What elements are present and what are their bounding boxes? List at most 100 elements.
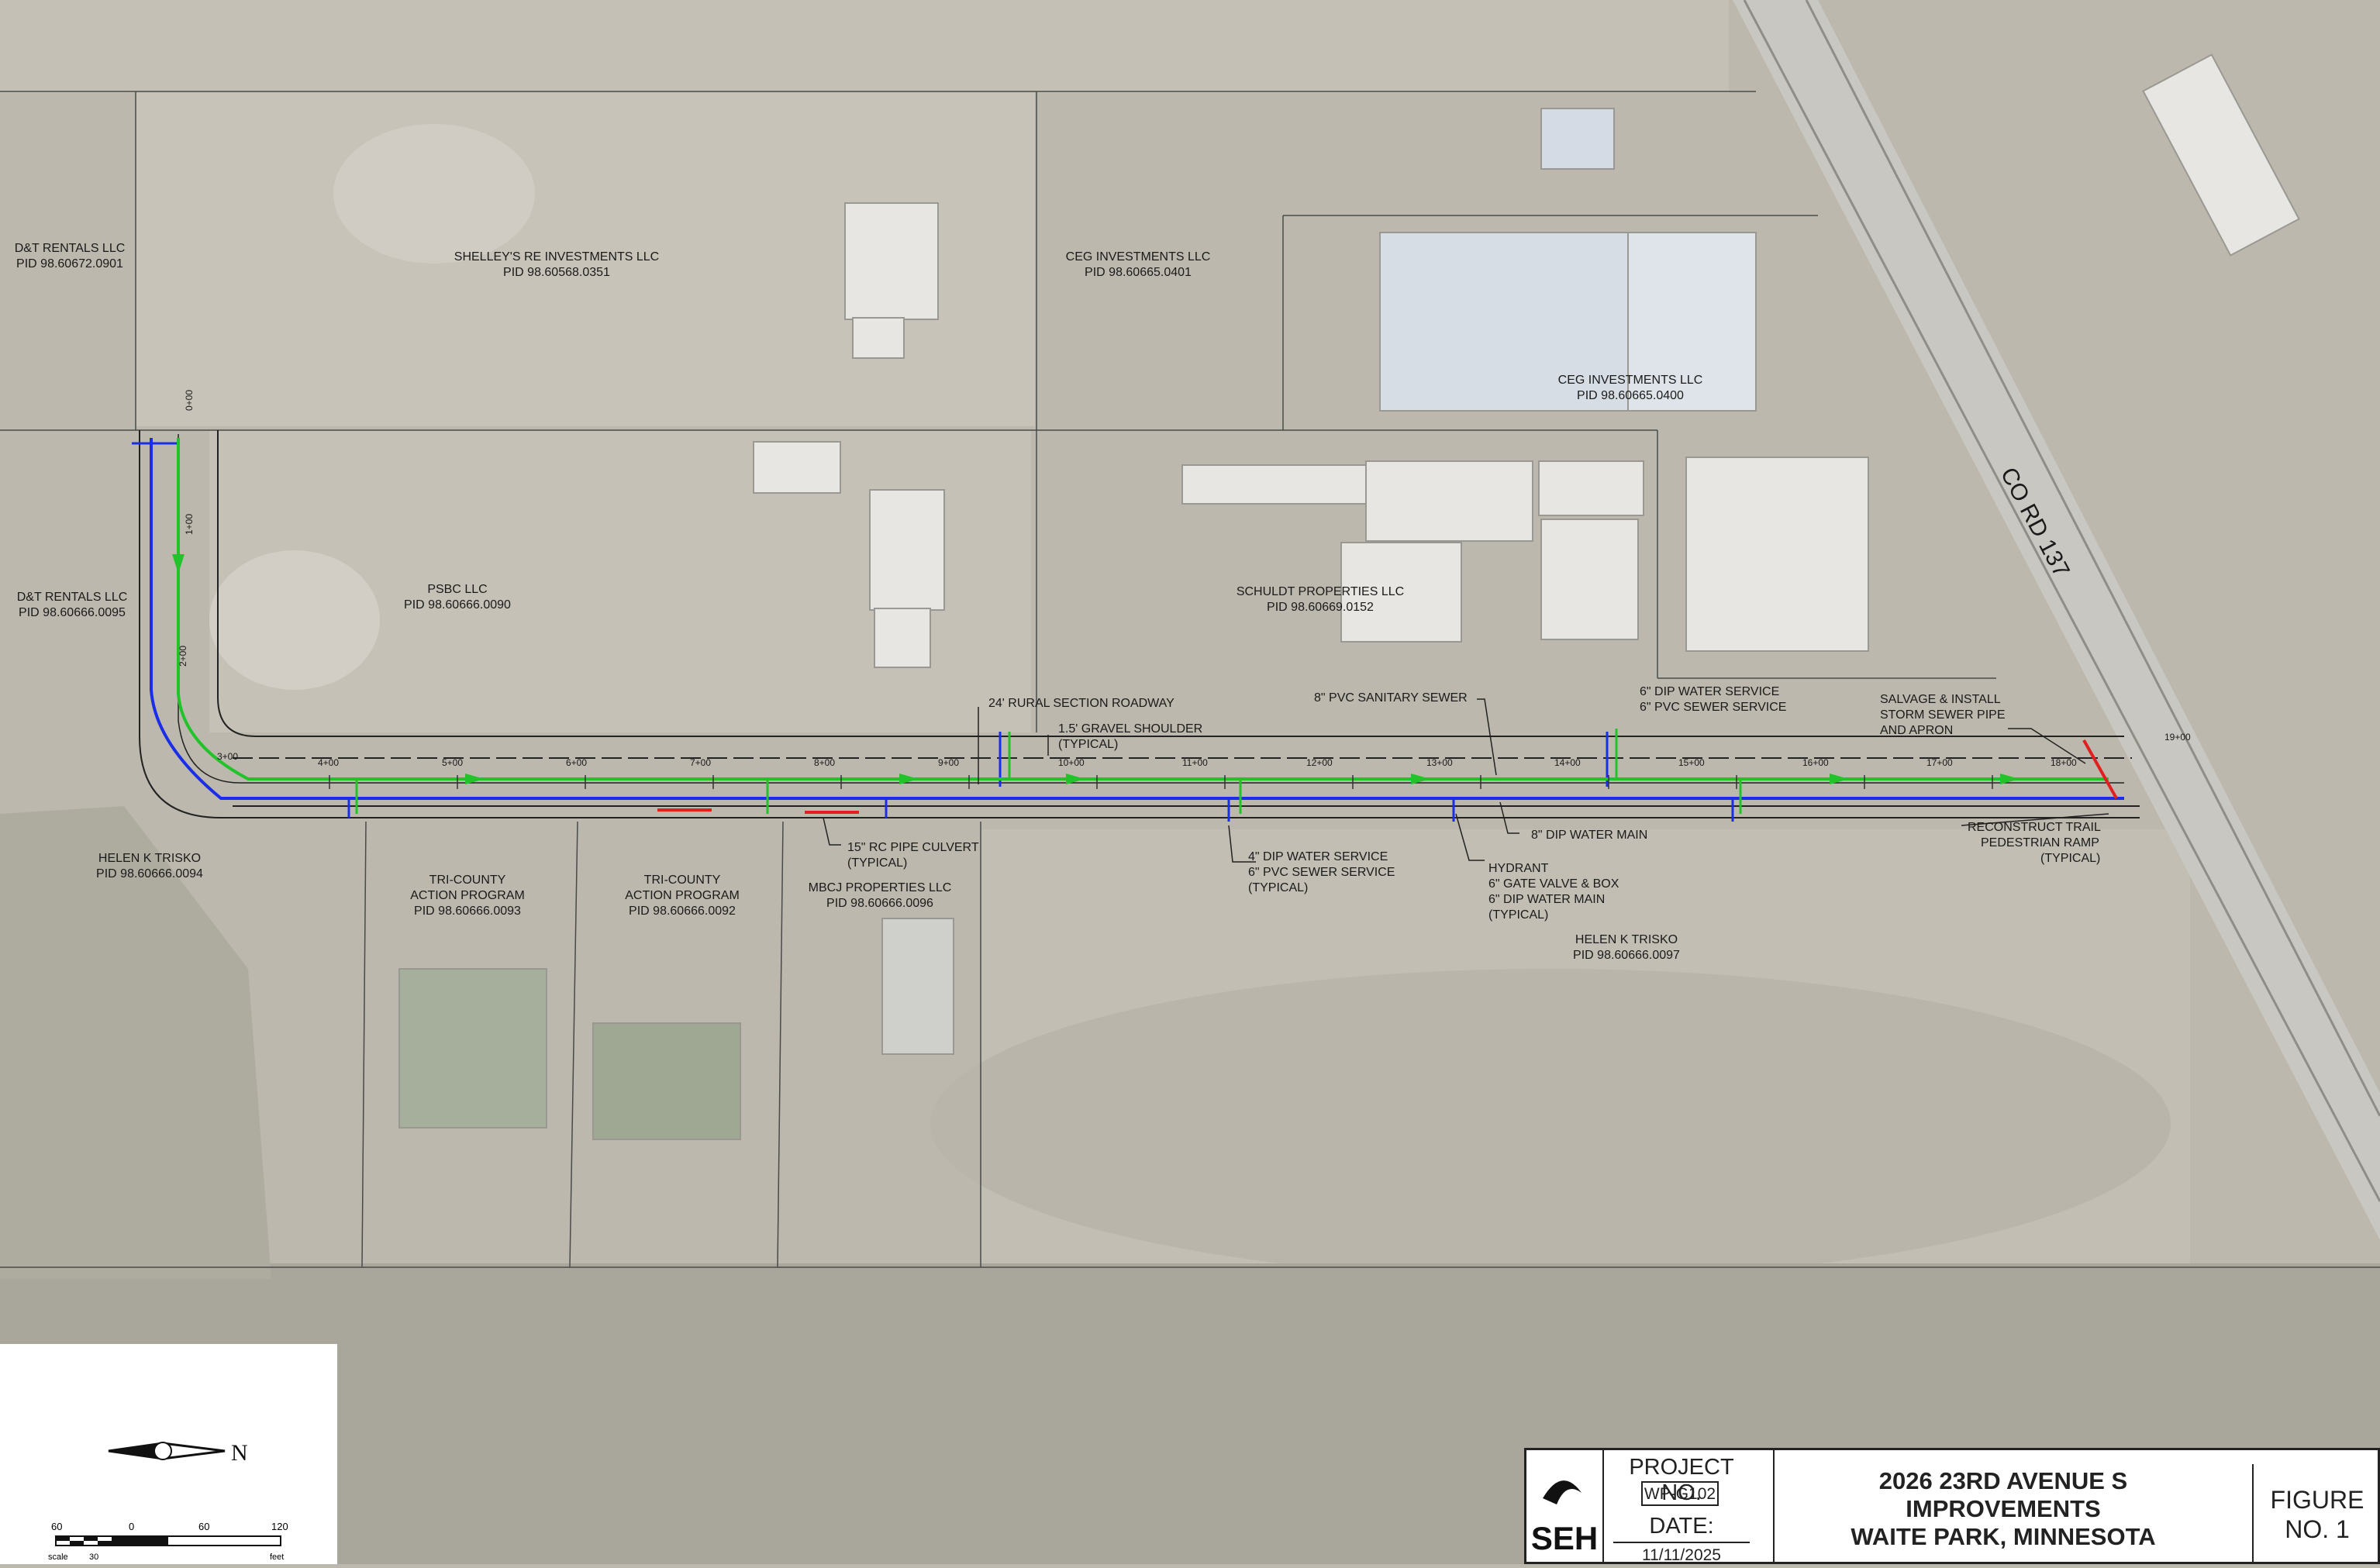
scale-bar: 60 0 60 120 scale 30 feet — [48, 1521, 288, 1562]
station-ticks — [329, 775, 1993, 789]
figure-number: NO. 1 — [2285, 1515, 2350, 1543]
flow-arrow — [1066, 774, 1085, 784]
trail-callout: (TYPICAL) — [2040, 852, 2100, 865]
scale-bar-segment — [84, 1536, 98, 1541]
station-label: 11+00 — [1182, 757, 1208, 768]
building — [852, 317, 905, 359]
hydrant-callout: 6" GATE VALVE & BOX — [1488, 877, 1619, 891]
culvert-callout: (TYPICAL) — [847, 856, 907, 870]
sanitary-callout: 8" PVC SANITARY SEWER — [1314, 691, 1468, 705]
parcel-owner: D&T RENTALS LLC — [17, 591, 128, 604]
parcel-owner: SCHULDT PROPERTIES LLC — [1237, 585, 1404, 598]
station-label: 9+00 — [938, 757, 959, 768]
flow-arrows — [172, 554, 2020, 784]
service-callout: 6" PVC SEWER SERVICE — [1640, 701, 1786, 714]
parcel-owner-2: ACTION PROGRAM — [625, 889, 740, 902]
project-label: PROJECT NO. — [1629, 1455, 1734, 1505]
parcel-owner: TRI-COUNTY — [644, 874, 721, 887]
station-labels: 0+00 1+00 2+00 3+00 4+00 5+00 6+00 7+00 … — [178, 390, 2191, 768]
building — [753, 441, 841, 494]
highway-co-rd-137 — [1733, 0, 2380, 1240]
building — [1540, 108, 1615, 170]
date-value: 11/11/2025 — [1613, 1542, 1750, 1565]
scale-tick: 0 — [129, 1521, 134, 1532]
flow-arrow — [1411, 774, 1430, 784]
project-title: 2026 23RD AVENUE S IMPROVEMENTS WAITE PA… — [1775, 1467, 2232, 1551]
building — [869, 489, 945, 611]
highway-edge-2 — [1805, 0, 2380, 1117]
parcel-owner-2: ACTION PROGRAM — [410, 889, 525, 902]
divider — [2252, 1464, 2254, 1564]
callout-leaders — [823, 698, 2109, 863]
leader-line — [1499, 801, 1519, 834]
station-label: 19+00 — [2164, 732, 2191, 743]
parcel-pid: PID 98.60669.0152 — [1267, 601, 1374, 614]
title-line-1: 2026 23RD AVENUE S — [1878, 1467, 2128, 1494]
parcel-pid: PID 98.60666.0093 — [414, 905, 521, 918]
service-callout: (TYPICAL) — [1248, 881, 1308, 894]
field-shade — [930, 969, 2171, 1279]
parcel-owner: TRI-COUNTY — [429, 874, 506, 887]
scale-word: scale — [48, 1552, 68, 1562]
trees-west — [0, 806, 271, 1279]
storm-callout: SALVAGE & INSTALL — [1880, 693, 2001, 706]
figure-word: FIGURE — [2270, 1486, 2364, 1514]
parcel-owner: HELEN K TRISKO — [98, 852, 201, 865]
station-label: 0+00 — [184, 390, 195, 411]
scale-tick: 60 — [198, 1521, 209, 1532]
building — [844, 202, 939, 320]
hydrant-callout: (TYPICAL) — [1488, 908, 1548, 922]
station-label: 8+00 — [814, 757, 835, 768]
parcel-owner: D&T RENTALS LLC — [15, 242, 126, 255]
leader-line — [823, 817, 841, 846]
water-main-callout: 8" DIP WATER MAIN — [1531, 829, 1647, 842]
scale-bar-segment — [70, 1541, 84, 1546]
station-label: 14+00 — [1554, 757, 1581, 768]
station-label: 2+00 — [178, 646, 188, 667]
gravel-callout: 1.5' GRAVEL SHOULDER — [1058, 722, 1202, 736]
north-arrow-fill — [109, 1443, 163, 1459]
station-label: 10+00 — [1058, 757, 1085, 768]
title-line-3: WAITE PARK, MINNESOTA — [1851, 1523, 2156, 1550]
parcel-line — [569, 821, 578, 1268]
building — [592, 1022, 741, 1140]
gravel-callout: (TYPICAL) — [1058, 738, 1118, 751]
highway-edge — [1743, 0, 2380, 1202]
parcel-pid: PID 98.60672.0901 — [16, 257, 123, 271]
building — [1685, 457, 1869, 652]
centerline — [178, 434, 2124, 784]
station-label: 3+00 — [217, 751, 238, 762]
parcel-owner: SHELLEY'S RE INVESTMENTS LLC — [454, 250, 659, 264]
parcel-pid: PID 98.60665.0401 — [1085, 266, 1192, 279]
water-main — [132, 438, 2124, 822]
parcel-pid: PID 98.60666.0090 — [404, 598, 511, 612]
service-callout: 6" PVC SEWER SERVICE — [1248, 866, 1395, 879]
parcel-pid: PID 98.60568.0351 — [503, 266, 610, 279]
culvert-callout: 15" RC PIPE CULVERT — [847, 841, 979, 854]
building — [1627, 232, 1757, 412]
station-label: 1+00 — [184, 514, 195, 535]
storm-callout: STORM SEWER PIPE — [1880, 708, 2006, 722]
divider — [1773, 1450, 1775, 1564]
flow-arrow — [2000, 774, 2020, 784]
north-label: N — [231, 1440, 248, 1466]
scale-bar-segment — [112, 1536, 168, 1546]
gravel-pile-2 — [209, 550, 380, 690]
leader-line — [1961, 813, 2109, 826]
scale-bar-segment — [98, 1541, 112, 1546]
parcel-owner: HELEN K TRISKO — [1575, 933, 1678, 946]
north-arrow-hub — [153, 1442, 172, 1460]
station-label: 7+00 — [690, 757, 711, 768]
leader-line — [2008, 728, 2086, 764]
scale-tick: 60 — [51, 1521, 62, 1532]
flow-arrow — [899, 774, 919, 784]
building — [881, 918, 954, 1055]
row-south — [139, 430, 2140, 818]
gravel-pile — [333, 124, 535, 264]
station-label: 18+00 — [2051, 757, 2077, 768]
parcel-pid: PID 98.60666.0096 — [826, 897, 933, 910]
parcel-pid: PID 98.60666.0095 — [19, 606, 126, 619]
field-north — [0, 0, 1729, 93]
water-main-line — [150, 438, 2124, 800]
